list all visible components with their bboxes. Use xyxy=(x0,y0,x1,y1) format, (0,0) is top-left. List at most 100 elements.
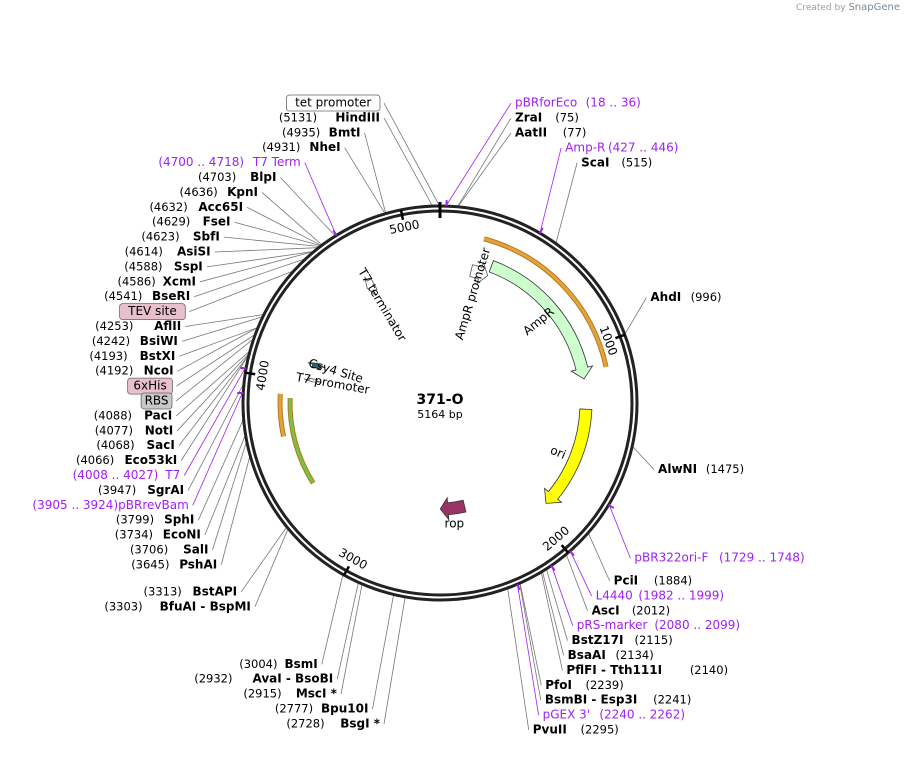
label-ahdi[interactable]: AhdI(996) xyxy=(650,290,721,304)
label-nhei[interactable]: NheI (4931) xyxy=(262,140,340,154)
label-bsmbi-esp3i[interactable]: BsmBI - Esp3I(2241) xyxy=(545,693,692,707)
label-asci[interactable]: AscI(2012) xyxy=(592,603,670,617)
label-sbfi[interactable]: SbfI(4623) xyxy=(141,230,219,244)
site-position: (3303) xyxy=(104,599,142,613)
tick-mark xyxy=(342,565,351,576)
feature-rop[interactable] xyxy=(439,496,467,521)
leader-line xyxy=(178,356,248,446)
label-bsgi[interactable]: BsgI *(2728) xyxy=(286,716,380,730)
label-bsaai[interactable]: BsaAI(2134) xyxy=(568,648,654,662)
label-sali[interactable]: SalI(3706) xyxy=(130,543,208,557)
site-name: PacI xyxy=(144,408,172,422)
label-bpu10i[interactable]: Bpu10I(2777) xyxy=(275,702,369,716)
label-saci[interactable]: SacI(4068) xyxy=(96,438,174,452)
label-bmti[interactable]: BmtI(4935) xyxy=(282,125,360,139)
label-pbr322ori-f[interactable]: pBR322ori-F(1729 .. 1748) xyxy=(634,551,804,565)
label-bstapi[interactable]: BstAPI(3313) xyxy=(144,584,238,598)
label-noti[interactable]: NotI(4077) xyxy=(95,423,173,437)
label-pbrrevbam[interactable]: pBRrevBam(3905 .. 3924) xyxy=(32,498,188,512)
label-ncoi[interactable]: NcoI(4192) xyxy=(95,364,173,378)
label-pshai[interactable]: PshAI(3645) xyxy=(131,557,217,571)
leader-line xyxy=(517,585,539,716)
label-econi[interactable]: EcoNI(3734) xyxy=(115,528,201,542)
label-amp-r[interactable]: Amp-R(427 .. 446) xyxy=(565,140,678,154)
label-scai[interactable]: ScaI(515) xyxy=(581,155,652,169)
label-sspi[interactable]: SspI(4588) xyxy=(124,259,202,273)
site-name: BsiWI xyxy=(140,334,178,348)
label-bstxi[interactable]: BstXI(4193) xyxy=(89,349,175,363)
site-name: NheI xyxy=(309,140,340,154)
label-t7[interactable]: T7(4008 .. 4027) xyxy=(73,468,181,482)
label-zrai[interactable]: ZraI(75) xyxy=(515,111,579,125)
label-sgrai[interactable]: SgrAI(3947) xyxy=(98,483,184,497)
tick-label: 4000 xyxy=(253,359,272,391)
feature-box xyxy=(286,94,381,112)
label-rbs[interactable]: RBS xyxy=(140,392,173,410)
feature-box-label: TEV site xyxy=(127,304,177,318)
primer-range: (18 .. 36) xyxy=(586,96,641,110)
label-paci[interactable]: PacI(4088) xyxy=(94,408,172,422)
site-name: PshAI xyxy=(179,557,217,571)
label-bsiwi[interactable]: BsiWI(4242) xyxy=(92,334,178,348)
label-aflii[interactable]: AflII(4253) xyxy=(95,319,181,333)
label-l4440[interactable]: L4440(1982 .. 1999) xyxy=(596,588,725,602)
feature-t7-promoter[interactable] xyxy=(303,377,322,383)
label-bsmi[interactable]: BsmI(3004) xyxy=(239,657,317,671)
label-asisi[interactable]: AsiSI(4614) xyxy=(125,245,211,259)
site-name: SgrAI xyxy=(147,483,184,497)
label-pgex-3[interactable]: pGEX 3'(2240 .. 2262) xyxy=(543,708,685,722)
label-bstz17i[interactable]: BstZ17I(2115) xyxy=(572,633,673,647)
tick-label: 5000 xyxy=(388,217,421,237)
leader-line xyxy=(240,527,287,593)
site-name: SbfI xyxy=(193,230,220,244)
label-msci[interactable]: MscI *(2915) xyxy=(243,687,337,701)
primer-mark xyxy=(332,229,338,236)
leader-line xyxy=(197,420,244,521)
leader-line xyxy=(570,551,592,597)
label-acc65i[interactable]: Acc65I(4632) xyxy=(149,200,243,214)
label-fsei[interactable]: FseI(4629) xyxy=(152,215,230,229)
leader-line xyxy=(566,555,588,611)
feature-box-label: tet promoter xyxy=(295,96,371,110)
site-position: (4253) xyxy=(95,319,133,333)
label-xcmi[interactable]: XcmI(4586) xyxy=(117,274,195,288)
site-name: BstXI xyxy=(140,349,176,363)
label-hindiii[interactable]: HindIII(5131) xyxy=(279,110,380,124)
site-name: BsgI * xyxy=(340,716,381,730)
site-name: SphI xyxy=(164,513,194,527)
leader-line xyxy=(234,221,321,246)
leader-line xyxy=(344,147,385,214)
label-eco53ki[interactable]: Eco53kI(4066) xyxy=(76,453,177,467)
leader-line xyxy=(304,162,337,235)
label-pflfi-tth111i[interactable]: PflFI - Tth111I(2140) xyxy=(566,663,728,677)
label-bfuai-bspmi[interactable]: BfuAI - BspMI(3303) xyxy=(104,599,251,613)
site-position: (4931) xyxy=(262,140,300,154)
label-pcii[interactable]: PciI(1884) xyxy=(614,574,692,588)
primer-name: pBR322ori-F xyxy=(634,551,708,565)
feature-ampr[interactable] xyxy=(488,260,594,380)
label-pbrforeco[interactable]: pBRforEco(18 .. 36) xyxy=(515,96,641,110)
leader-line xyxy=(185,314,263,327)
label-tev-site[interactable]: TEV site xyxy=(119,303,186,321)
label-aatii[interactable]: AatII(77) xyxy=(515,125,586,139)
feature-ori[interactable] xyxy=(544,408,593,504)
label-prs-marker[interactable]: pRS-marker(2080 .. 2099) xyxy=(577,618,740,632)
labels[interactable]: pBRforEco(18 .. 36)ZraI(75)AatII(77)Amp-… xyxy=(32,94,805,737)
label-pfoi[interactable]: PfoI(2239) xyxy=(545,678,623,692)
label-sphi[interactable]: SphI(3799) xyxy=(116,513,194,527)
feature-csy4-site[interactable] xyxy=(307,362,326,370)
label-alwni[interactable]: AlwNI(1475) xyxy=(658,462,744,476)
label-tet-promoter[interactable]: tet promoter xyxy=(286,94,381,112)
label-kpni[interactable]: KpnI(4636) xyxy=(180,185,258,199)
label-t7-term[interactable]: T7 Term(4700 .. 4718) xyxy=(158,155,300,169)
site-position: (3706) xyxy=(130,543,168,557)
leader-line xyxy=(340,584,363,695)
feature-t7-terminator[interactable] xyxy=(364,276,378,296)
label-blpi[interactable]: BlpI(4703) xyxy=(198,170,276,184)
label-bseri[interactable]: BseRI(4541) xyxy=(104,289,190,303)
label-avai-bsobi[interactable]: AvaI - BsoBI(2932) xyxy=(194,672,333,686)
label-pvuii[interactable]: PvuII(2295) xyxy=(533,723,619,737)
label-6xhis[interactable]: 6xHis xyxy=(127,377,173,395)
feature-ampr-promoter[interactable] xyxy=(469,261,489,285)
